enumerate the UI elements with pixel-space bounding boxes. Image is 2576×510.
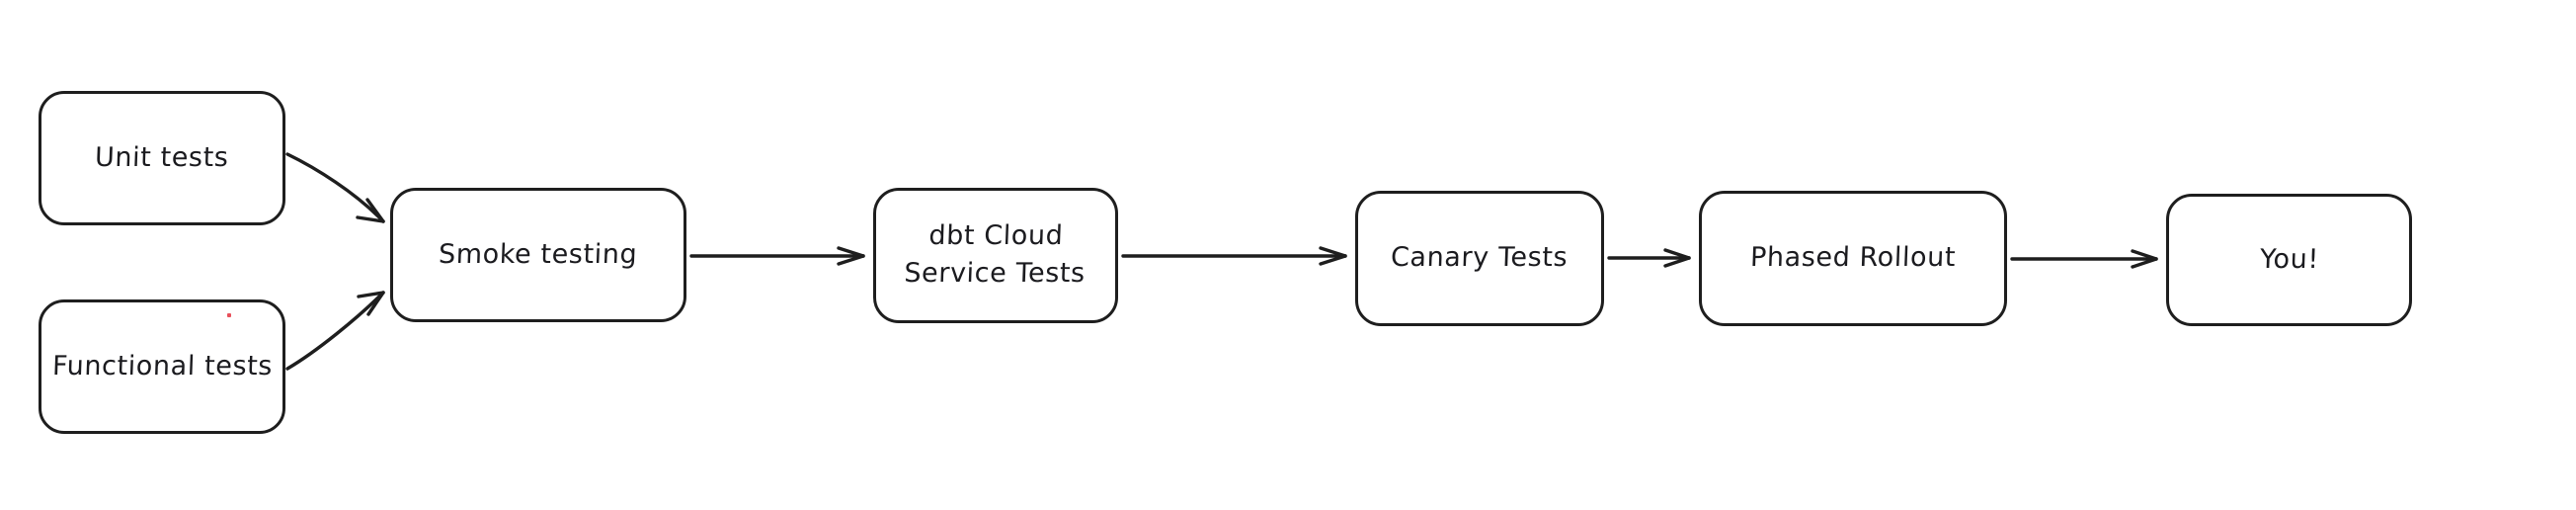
node-label-canary-tests: Canary Tests (1390, 242, 1570, 274)
node-label-dbt-cloud-service-tests: dbt Cloud Service Tests (904, 220, 1087, 290)
edge-smoke-to-dbt (689, 246, 865, 266)
edge-unit-to-smoke (285, 152, 385, 223)
node-phased-rollout[interactable]: Phased Rollout (1699, 191, 2007, 326)
edge-functional-to-smoke (285, 291, 385, 371)
node-label-you: You! (2259, 243, 2319, 275)
node-dbt-cloud-service-tests[interactable]: dbt Cloud Service Tests (873, 188, 1118, 323)
node-unit-tests[interactable]: Unit tests (39, 91, 285, 225)
node-label-smoke-testing: Smoke testing (438, 238, 639, 270)
node-label-phased-rollout: Phased Rollout (1749, 242, 1957, 274)
node-smoke-testing[interactable]: Smoke testing (390, 188, 686, 322)
node-canary-tests[interactable]: Canary Tests (1355, 191, 1604, 326)
edge-dbt-to-canary (1121, 246, 1347, 266)
node-you[interactable]: You! (2166, 194, 2412, 326)
node-functional-tests[interactable]: Functional tests (39, 299, 285, 434)
edge-phased-to-you (2010, 249, 2158, 269)
edge-canary-to-phased (1607, 248, 1691, 268)
node-label-unit-tests: Unit tests (94, 141, 230, 173)
node-label-functional-tests: Functional tests (50, 350, 274, 382)
red-dot-artifact (227, 313, 231, 317)
